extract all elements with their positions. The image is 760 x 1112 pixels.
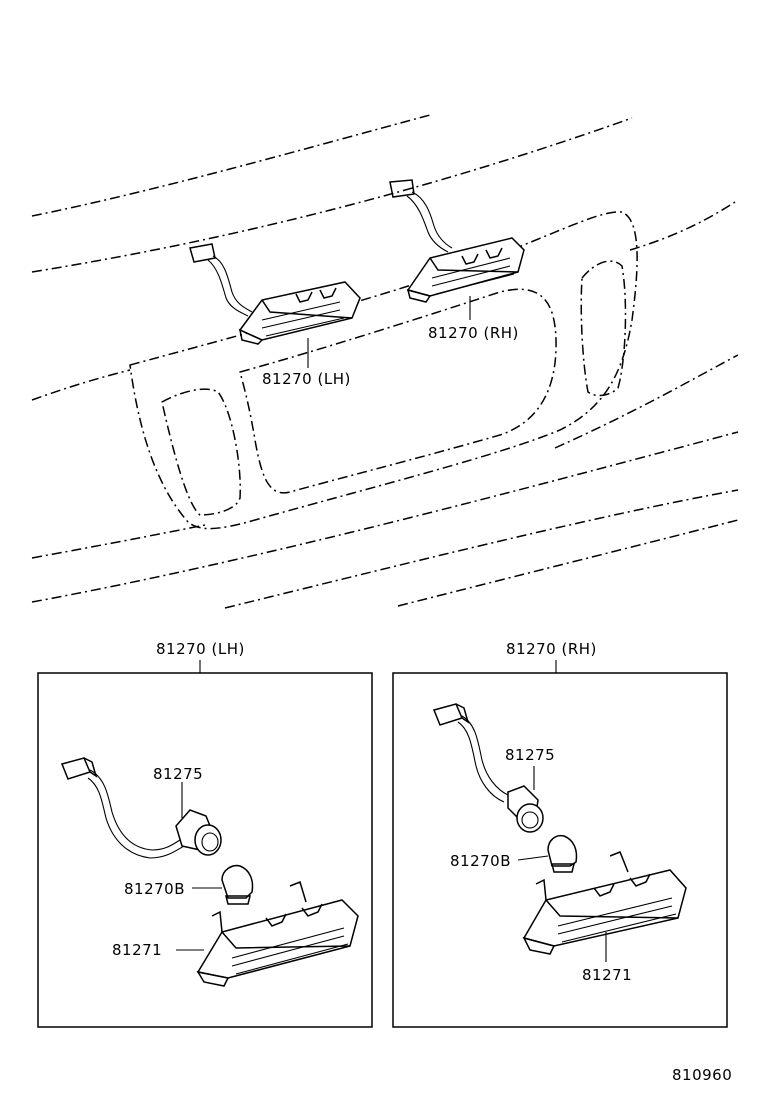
socket-harness-rh — [432, 703, 544, 833]
leader-bulb-rh — [517, 855, 549, 861]
illustration-number: 810960 — [672, 1066, 732, 1084]
label-lens-rh: 81271 — [582, 966, 632, 984]
label-bulb-rh: 81270B — [450, 852, 511, 870]
lamp-assembly-rh-overview — [389, 179, 525, 303]
detail-lh-frame — [37, 672, 373, 1028]
label-bulb-lh: 81270B — [124, 880, 185, 898]
bulb-rh — [547, 834, 578, 873]
label-socket-lh: 81275 — [153, 765, 203, 783]
detail-rh-frame — [392, 672, 728, 1028]
label-socket-rh: 81275 — [505, 746, 555, 764]
lamp-assembly-lh-overview — [189, 243, 361, 345]
bulb-lh — [221, 864, 254, 905]
callout-lh-overview: 81270 (LH) — [262, 370, 351, 388]
label-lens-lh: 81271 — [112, 941, 162, 959]
detail-lh-title: 81270 (LH) — [156, 640, 245, 658]
detail-rh-title: 81270 (RH) — [506, 640, 597, 658]
lens-rh — [522, 851, 687, 955]
lens-lh — [196, 880, 359, 987]
socket-harness-lh — [60, 757, 222, 859]
callout-rh-overview: 81270 (RH) — [428, 324, 519, 342]
trunk-lid-outline — [31, 114, 739, 609]
